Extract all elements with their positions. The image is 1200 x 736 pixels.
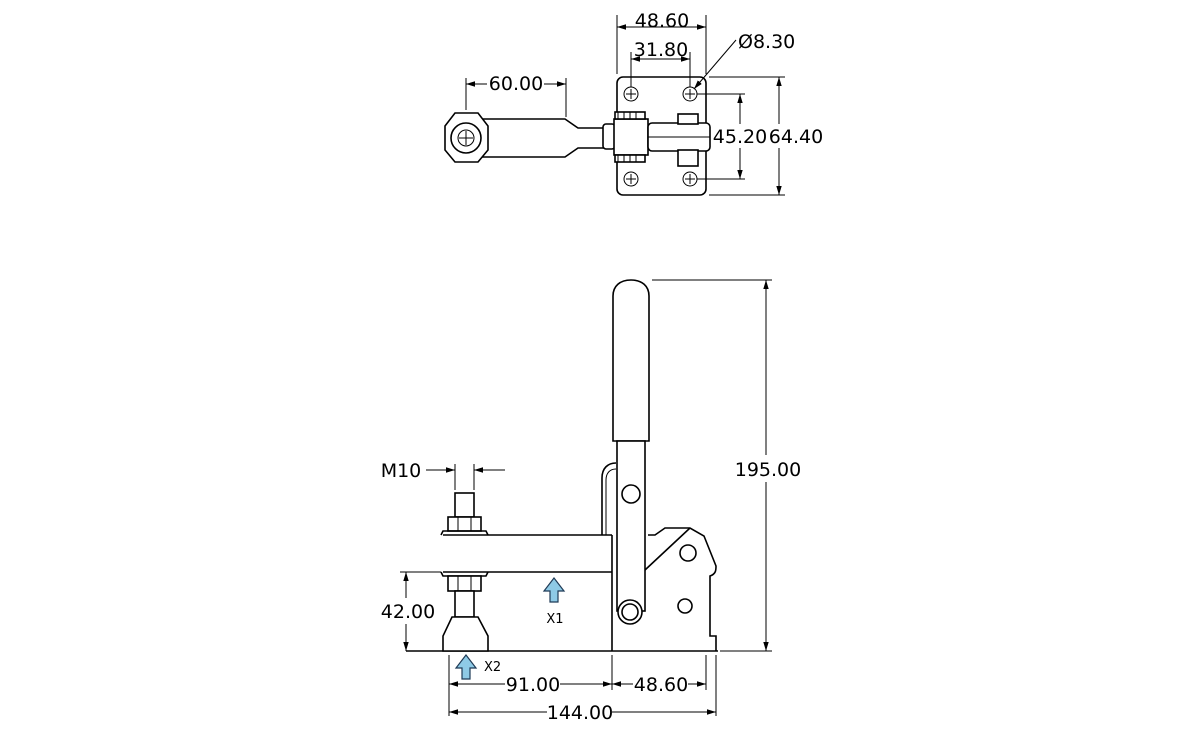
handle-grip [612,279,650,442]
mounting-hole [623,171,639,187]
force-arrow-x2-icon [454,654,478,680]
mounting-hole [682,171,698,187]
spindle-thread-top [454,492,475,518]
mounting-hole [682,86,698,102]
dim-hole-spacing-x: 31.80 [634,39,688,61]
dim-plate-width: 48.60 [635,10,689,32]
spindle-bolt [457,129,475,147]
clamp-arm-lower [466,147,605,158]
force-label-x2: X2 [484,660,501,675]
dim-overall-length: 144.00 [547,702,613,724]
dim-hole-spacing-y: 45.20 [713,126,767,148]
force-label-x1: X1 [546,612,563,627]
handle-lower-pivot [621,603,639,621]
top-view: 48.60 31.80 Ø8.30 60.00 45.20 64.40 [444,10,823,196]
link-plate [601,462,617,535]
dim-arm-length: 60.00 [489,73,543,95]
spindle-cap [442,616,489,652]
dim-base-length: 48.60 [634,674,688,696]
handle-pivot [621,484,641,504]
body-mount-hole [677,598,693,614]
upper-nut [447,516,482,532]
dim-overall-height: 195.00 [735,459,801,481]
pivot-block [613,118,649,156]
link-pin-bottom [677,149,699,167]
dim-hole-diameter: Ø8.30 [738,31,795,53]
dim-thread: M10 [381,460,422,482]
handle-shaft [616,440,646,612]
lower-nut [447,575,482,592]
dim-plate-height: 64.40 [769,126,823,148]
spindle-shaft [454,590,475,618]
link-pin-top [677,113,699,125]
dim-spindle-height: 42.00 [381,601,435,623]
mounting-hole [623,86,639,102]
upper-washer [440,530,489,536]
dim-reach: 91.00 [506,674,560,696]
clamp-arm-upper [466,118,605,129]
spindle-washer [450,122,482,154]
body-pivot-hole [679,544,697,562]
side-view: X1 X2 M10 195.00 42.00 91.00 48.60 [381,279,801,724]
force-arrow-x1-icon [542,577,566,603]
